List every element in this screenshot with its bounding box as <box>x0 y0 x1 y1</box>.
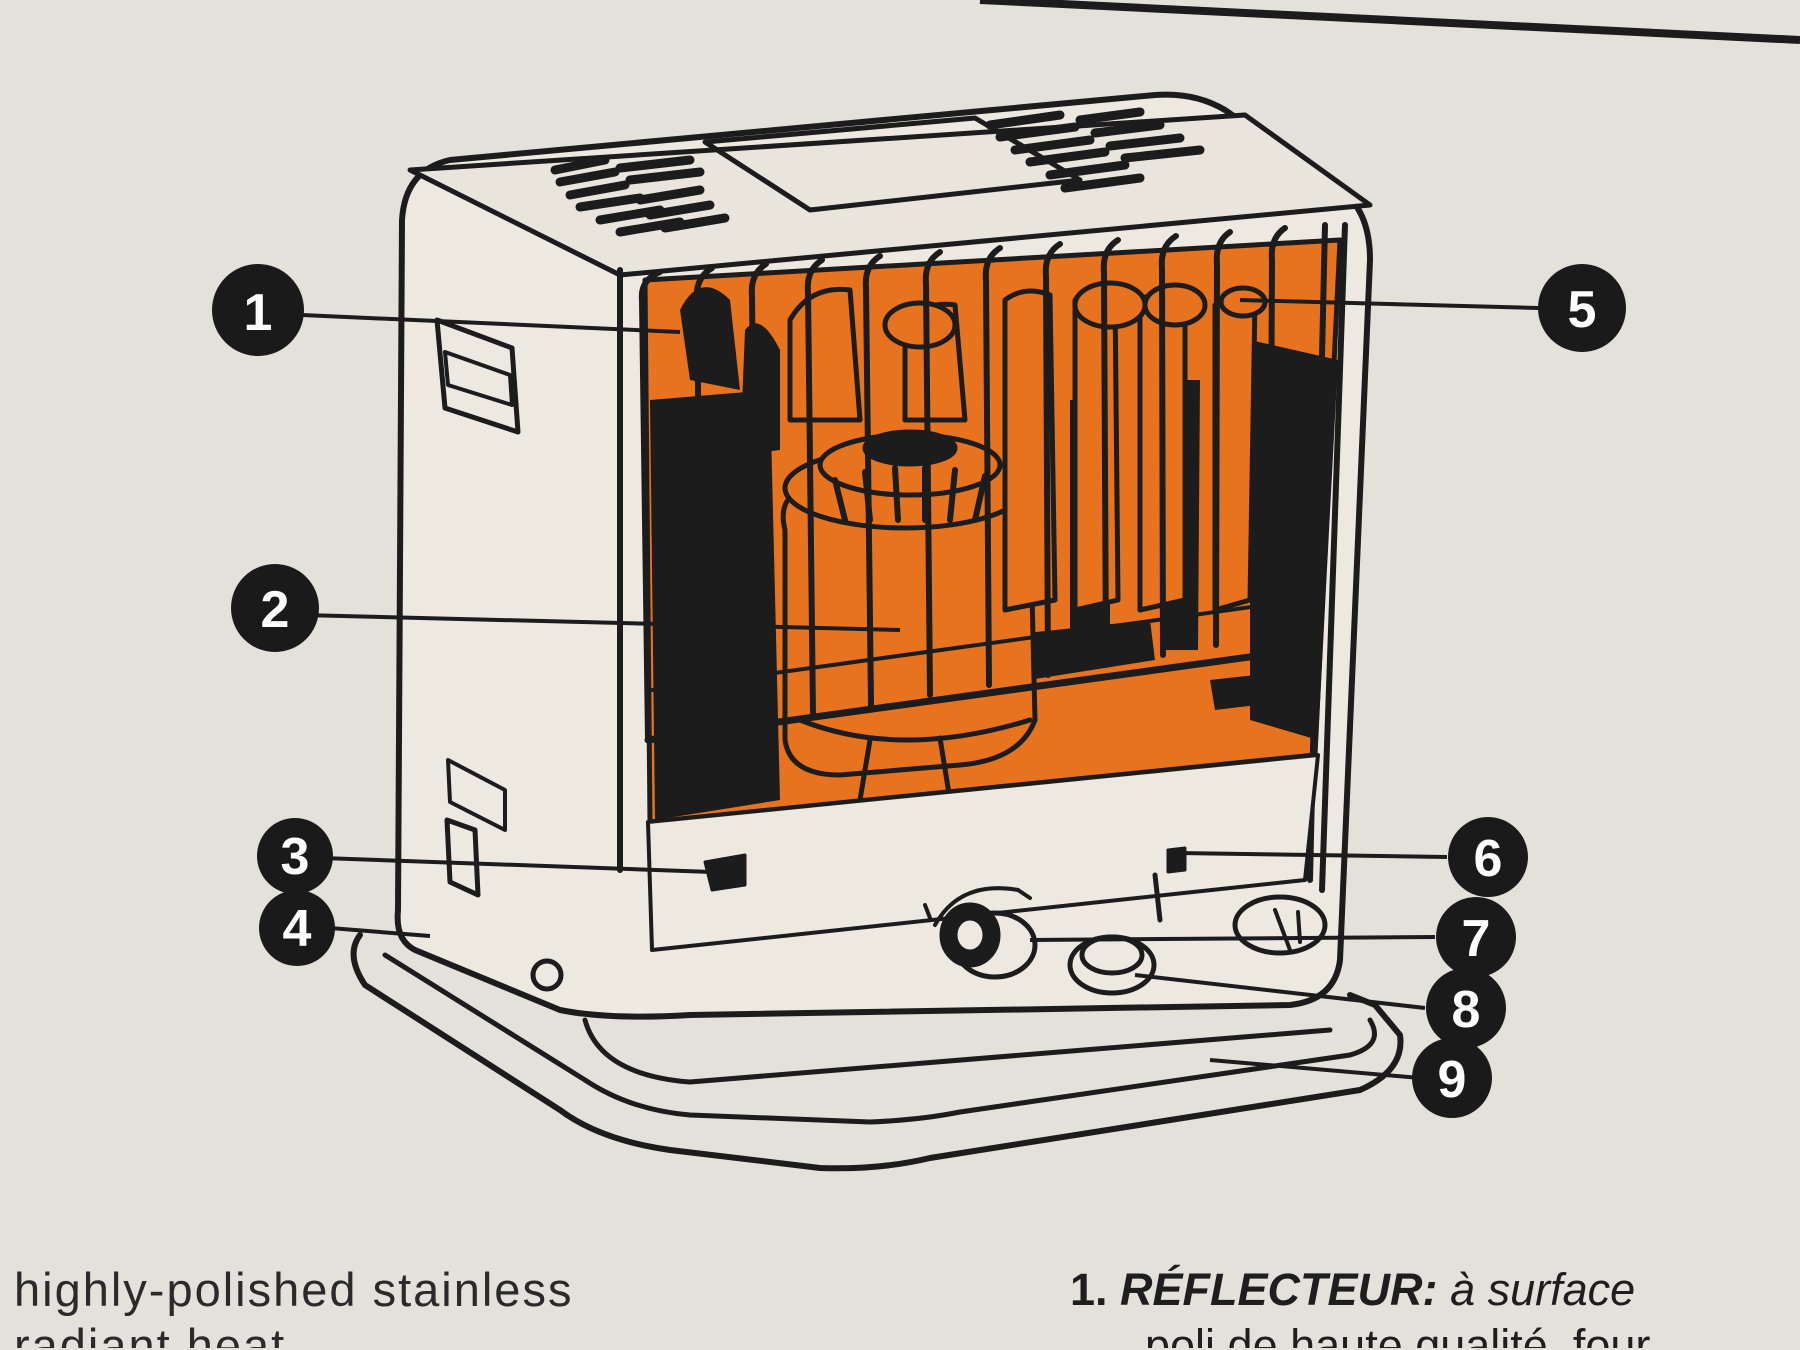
top-vent-right <box>985 107 1205 193</box>
callout-number-6: 6 <box>1474 830 1503 888</box>
lower-clip-left <box>703 853 747 892</box>
ignition-button <box>1232 894 1328 956</box>
leader-line-2 <box>301 613 901 632</box>
leader-line-1 <box>301 313 681 334</box>
caption-right-line2: poli de haute qualité, four <box>1145 1320 1651 1348</box>
caption-left: highly-polished stainless radiant heat <box>14 1262 573 1348</box>
caption-right-label: RÉFLECTEUR: <box>1120 1264 1438 1315</box>
callout-badge-9: 9 <box>1412 1038 1492 1118</box>
leader-line-4 <box>329 926 431 938</box>
callout-number-4: 4 <box>283 900 312 958</box>
leader-line-6 <box>1177 851 1448 859</box>
fuel-cap <box>1067 934 1157 996</box>
front-grille <box>617 222 1348 893</box>
leader-lines <box>301 298 1539 1080</box>
heater-illustration <box>350 91 1404 1172</box>
callout-badge-2: 2 <box>231 564 319 652</box>
callout-number-5: 5 <box>1568 281 1597 339</box>
lower-rod <box>1152 872 1163 923</box>
caption-right-line1: 1. RÉFLECTEUR: à surface <box>1070 1262 1650 1318</box>
callout-badge-8: 8 <box>1426 968 1506 1048</box>
leader-line-8 <box>1134 973 1426 1010</box>
callout-badge-4: 4 <box>259 890 335 966</box>
leader-line-7 <box>1029 935 1436 942</box>
callout-number-8: 8 <box>1452 981 1481 1039</box>
caption-left-line1: highly-polished stainless <box>14 1263 574 1316</box>
leader-line-3 <box>321 856 713 874</box>
lower-panel <box>646 753 1320 952</box>
caption-right-number: 1. <box>1070 1264 1108 1315</box>
callout-badge-1: 1 <box>212 264 304 356</box>
side-handle-inner <box>443 350 514 407</box>
page-border-line <box>979 0 1800 44</box>
callout-number-1: 1 <box>244 284 273 342</box>
callout-number-3: 3 <box>281 828 310 886</box>
caption-left-line2: radiant heat <box>14 1319 287 1348</box>
drip-tray-rim <box>582 1017 1333 1085</box>
drip-tray-inner <box>382 952 1377 1125</box>
side-plate <box>446 758 507 832</box>
callout-badge-3: 3 <box>257 818 333 894</box>
side-handle <box>434 317 521 435</box>
leader-line-5 <box>1239 298 1539 310</box>
callout-badges: 1 2 3 4 5 6 7 8 <box>212 264 1626 1118</box>
caption-right: 1. RÉFLECTEUR: à surface poli de haute q… <box>1070 1262 1650 1348</box>
control-knob <box>923 886 1038 980</box>
callout-badge-6: 6 <box>1448 817 1528 897</box>
leader-line-9 <box>1209 1058 1421 1080</box>
callout-badge-5: 5 <box>1538 264 1626 352</box>
callout-badge-7: 7 <box>1436 897 1516 977</box>
top-center-plate <box>702 115 1083 213</box>
callout-number-9: 9 <box>1438 1051 1467 1109</box>
callout-number-2: 2 <box>261 581 290 639</box>
top-vent-left <box>550 155 730 237</box>
burner <box>780 429 1038 803</box>
caption-right-text: à surface <box>1450 1264 1636 1315</box>
side-knob <box>530 958 564 992</box>
callout-number-7: 7 <box>1462 910 1491 968</box>
drip-tray <box>350 932 1404 1172</box>
